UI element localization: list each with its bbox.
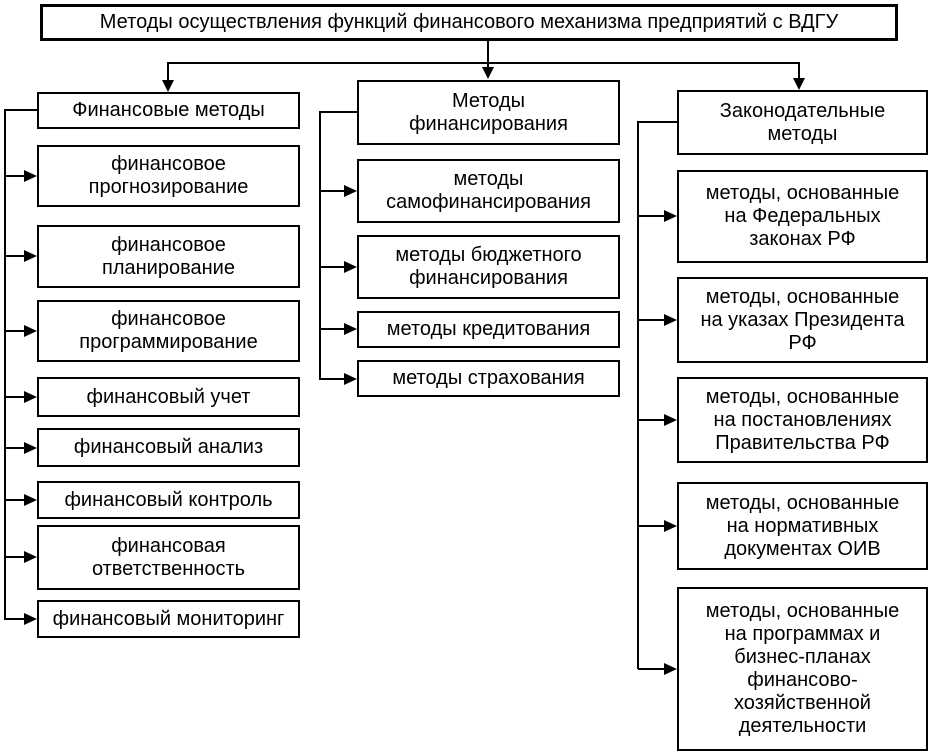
arrow-right-icon (24, 391, 37, 403)
arrow-right-icon (344, 323, 357, 335)
arrow-right-icon (664, 414, 677, 426)
left-column-connector (4, 109, 37, 625)
crediting-methods-label: методы кредитования (386, 318, 591, 340)
arrow-right-icon (24, 613, 37, 625)
box-financial-analysis: финансовый анализ (37, 428, 300, 467)
financial-methods-header-label: Финансовые методы (72, 99, 265, 121)
box-self-financing-methods: методы самофинансирования (357, 159, 620, 223)
box-financial-methods-header: Финансовые методы (37, 92, 300, 129)
financial-accounting-label: финансовый учет (86, 385, 251, 408)
federal-laws-methods-label: методы, основанные на Федеральных закона… (705, 182, 900, 250)
president-decrees-methods-label: методы, основанные на указах Президента … (700, 285, 905, 354)
financial-monitoring-label: финансовый мониторинг (52, 607, 285, 630)
box-crediting-methods: методы кредитования (357, 311, 620, 348)
arrow-right-icon (344, 185, 357, 197)
arrow-right-icon (24, 170, 37, 182)
business-plans-methods-label: методы, основанные на программах и бизне… (705, 600, 900, 737)
financial-responsibility-label: финансовая ответственность (91, 534, 246, 580)
arrow-right-icon (24, 442, 37, 454)
box-normative-documents-methods: методы, основанные на нормативных докуме… (677, 482, 928, 570)
box-financial-programming: финансовое программирование (37, 300, 300, 362)
arrow-right-icon (24, 551, 37, 563)
legislative-methods-header-label: Законодательные методы (719, 99, 886, 145)
insurance-methods-label: методы страхования (392, 367, 585, 389)
financial-programming-label: финансовое программирование (79, 308, 258, 353)
box-financing-methods-header: Методы финансирования (357, 80, 620, 145)
arrow-down-icon (793, 78, 805, 90)
financial-control-label: финансовый контроль (64, 488, 273, 511)
financial-analysis-label: финансовый анализ (73, 436, 264, 458)
box-business-plans-methods: методы, основанные на программах и бизне… (677, 587, 928, 751)
financing-methods-header-label: Методы финансирования (409, 89, 568, 135)
arrow-right-icon (24, 325, 37, 337)
financial-planning-label: финансовое планирование (102, 233, 235, 279)
right-column-connector (637, 121, 677, 675)
box-legislative-methods-header: Законодательные методы (677, 90, 928, 155)
arrow-right-icon (24, 250, 37, 262)
box-government-resolutions-methods: методы, основанные на постановлениях Пра… (677, 377, 928, 463)
arrow-right-icon (24, 494, 37, 506)
box-financial-forecasting: финансовое прогнозирование (37, 145, 300, 207)
government-resolutions-methods-label: методы, основанные на постановлениях Пра… (705, 385, 900, 454)
arrow-right-icon (664, 520, 677, 532)
box-financial-responsibility: финансовая ответственность (37, 525, 300, 590)
self-financing-methods-label: методы самофинансирования (386, 168, 591, 213)
box-financial-planning: финансовое планирование (37, 225, 300, 288)
box-financial-accounting: финансовый учет (37, 377, 300, 417)
box-president-decrees-methods: методы, основанные на указах Президента … (677, 277, 928, 363)
box-federal-laws-methods: методы, основанные на Федеральных закона… (677, 170, 928, 263)
box-insurance-methods: методы страхования (357, 360, 620, 397)
box-budget-financing-methods: методы бюджетного финансирования (357, 235, 620, 299)
arrow-down-icon (162, 80, 174, 92)
arrow-right-icon (344, 373, 357, 385)
arrow-right-icon (344, 261, 357, 273)
normative-documents-methods-label: методы, основанные на нормативных докуме… (705, 491, 900, 560)
arrow-right-icon (664, 210, 677, 222)
root-label: Методы осуществления функций финансового… (99, 11, 839, 33)
arrow-right-icon (664, 314, 677, 326)
arrow-down-icon (482, 67, 494, 79)
root-box: Методы осуществления функций финансового… (40, 4, 898, 41)
middle-column-connector (319, 111, 357, 385)
financial-forecasting-label: финансовое прогнозирование (88, 153, 249, 198)
budget-financing-methods-label: методы бюджетного финансирования (395, 244, 582, 289)
box-financial-control: финансовый контроль (37, 481, 300, 519)
arrow-right-icon (664, 663, 677, 675)
box-financial-monitoring: финансовый мониторинг (37, 600, 300, 638)
root-branch-connector (162, 41, 805, 92)
